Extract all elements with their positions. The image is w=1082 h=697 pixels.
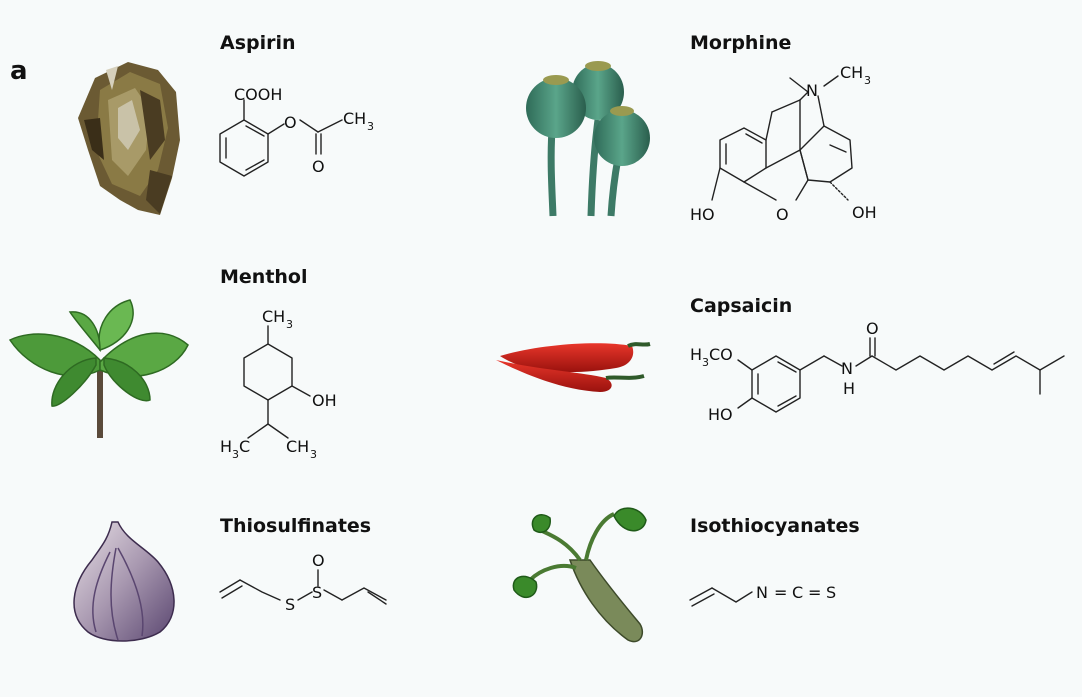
- menthol-ch-right: CH: [286, 437, 309, 456]
- capsaicin-structure: H 3 CO HO N H O: [690, 319, 1065, 424]
- menthol-h: H: [220, 437, 232, 456]
- aspirin-ch: CH: [343, 109, 366, 128]
- capsaicin-title: Capsaicin: [690, 295, 793, 317]
- aspirin-cooh: COOH: [234, 85, 282, 104]
- iso-eq2: =: [808, 583, 821, 602]
- panel-label: a: [10, 56, 28, 86]
- garlic-illustration: [73, 521, 175, 642]
- morphine-ch-sub: 3: [864, 74, 871, 87]
- menthol-c: C: [239, 437, 250, 456]
- iso-s: S: [826, 583, 836, 602]
- menthol-ch-right-sub: 3: [310, 448, 317, 461]
- morphine-o: O: [776, 205, 789, 224]
- thio-o: O: [312, 551, 325, 570]
- morphine-oh: OH: [852, 203, 877, 222]
- menthol-title: Menthol: [220, 266, 308, 288]
- capsaicin-co: CO: [709, 345, 733, 364]
- wasabi-illustration: [512, 507, 647, 643]
- iso-c: C: [792, 583, 803, 602]
- isothiocyanates-title: Isothiocyanates: [690, 515, 860, 537]
- thiosulfinates-title: Thiosulfinates: [220, 515, 372, 537]
- mint-illustration: [8, 299, 189, 438]
- willow-bark-illustration: [78, 62, 180, 215]
- morphine-ho: HO: [690, 205, 715, 224]
- aspirin-ch-sub: 3: [367, 120, 374, 133]
- menthol-oh: OH: [312, 391, 337, 410]
- thio-s2: S: [312, 583, 322, 602]
- iso-n: N: [756, 583, 768, 602]
- menthol-structure: CH 3 OH H 3 C CH 3: [220, 307, 337, 461]
- poppy-illustration: [526, 61, 650, 217]
- thio-s1: S: [285, 595, 295, 614]
- menthol-ch-top-sub: 3: [286, 318, 293, 331]
- iso-eq1: =: [774, 583, 787, 602]
- thiosulfinates-structure: S S O: [219, 551, 387, 614]
- aspirin-structure: COOH O CH 3 O: [219, 85, 374, 177]
- menthol-ch-top: CH: [262, 307, 285, 326]
- morphine-ch: CH: [840, 63, 863, 82]
- capsaicin-ho: HO: [708, 405, 733, 424]
- capsaicin-h: H: [690, 345, 702, 364]
- isothiocyanates-structure: N = C = S: [689, 583, 836, 607]
- capsaicin-o: O: [866, 319, 879, 338]
- capsaicin-n: N: [841, 359, 853, 378]
- morphine-title: Morphine: [690, 32, 792, 54]
- menthol-3: 3: [232, 448, 239, 461]
- chili-pepper-illustration: [496, 342, 651, 392]
- aspirin-title: Aspirin: [220, 32, 296, 54]
- morphine-n: N: [806, 81, 818, 100]
- capsaicin-nh: H: [843, 379, 855, 398]
- aspirin-carbonyl-o: O: [312, 157, 325, 176]
- morphine-structure: HO O OH N CH 3: [690, 63, 877, 224]
- capsaicin-3: 3: [702, 356, 709, 369]
- aspirin-ether-o: O: [284, 113, 297, 132]
